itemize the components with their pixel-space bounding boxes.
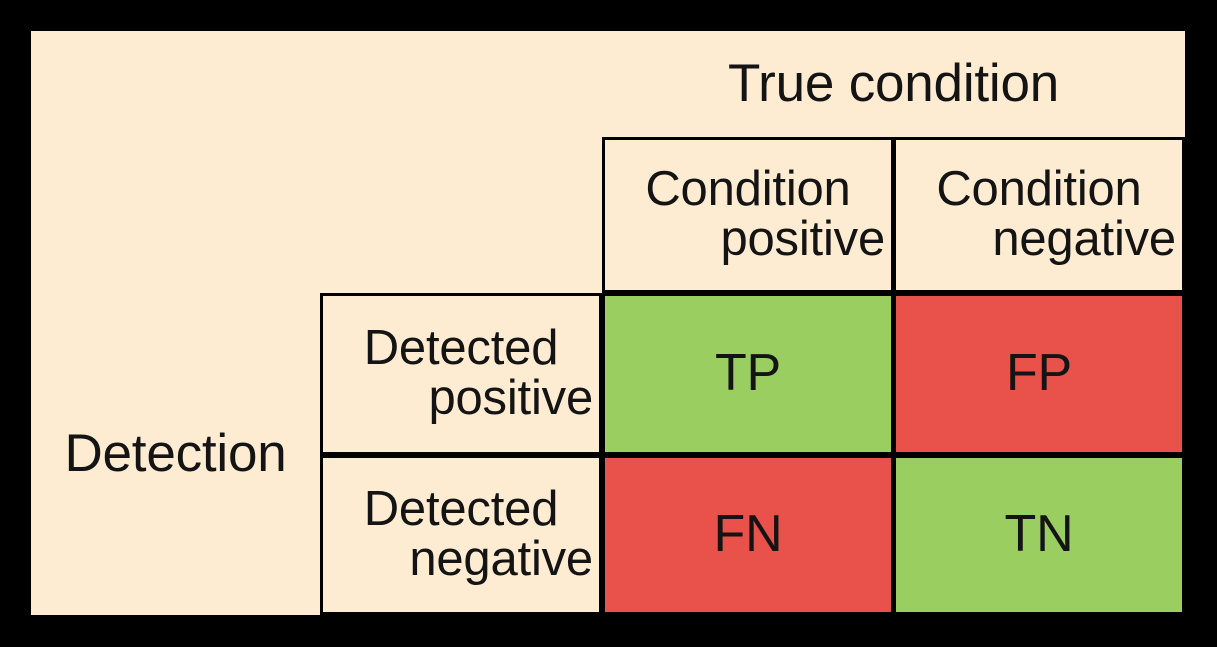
row-header-detected-positive: Detected positive — [320, 293, 602, 455]
matrix-panel: True condition Condition positive Condit… — [31, 31, 1185, 615]
matrix-cell-false-positive: FP — [893, 293, 1185, 455]
row-axis-label: Detection — [31, 293, 320, 615]
column-header-line-2: positive — [720, 212, 885, 266]
row-header-line-1: Detected — [363, 321, 559, 376]
row-header-line-1: Detected — [363, 482, 559, 537]
column-axis-label: True condition — [602, 31, 1185, 137]
row-header-detected-negative: Detected negative — [320, 455, 602, 615]
column-header-condition-negative: Condition negative — [893, 137, 1185, 293]
matrix-cell-true-positive: TP — [602, 293, 894, 455]
row-header-line-2: negative — [409, 532, 593, 586]
column-header-line-2: negative — [992, 212, 1176, 266]
matrix-cell-true-negative: TN — [893, 455, 1185, 615]
row-header-line-2: positive — [428, 371, 593, 425]
matrix-cell-false-negative: FN — [602, 455, 894, 615]
column-header-line-1: Condition — [936, 162, 1142, 217]
column-header-line-1: Condition — [645, 162, 851, 217]
column-header-condition-positive: Condition positive — [602, 137, 894, 293]
